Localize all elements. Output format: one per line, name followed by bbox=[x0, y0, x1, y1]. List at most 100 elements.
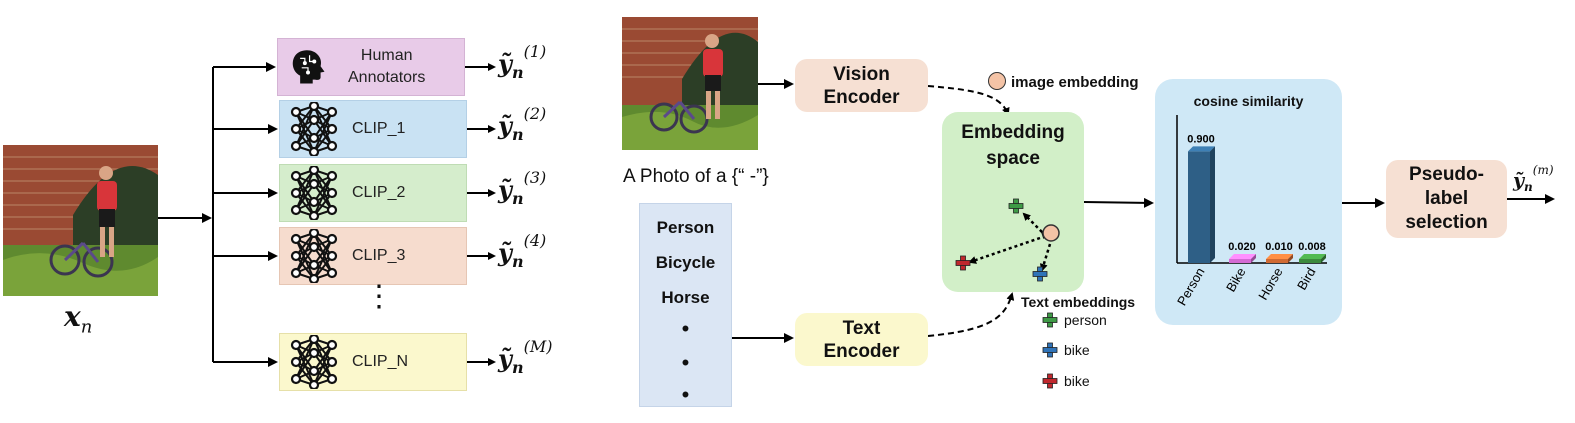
clip-1-box: CLIP_1 bbox=[279, 100, 467, 158]
bar-top-person bbox=[1188, 146, 1215, 152]
vision-to-embedding-dashed bbox=[927, 85, 1010, 116]
bar-side-bike bbox=[1251, 254, 1256, 263]
text-embedding-point-person bbox=[1008, 198, 1024, 214]
text-encoder-line1: Text bbox=[842, 317, 881, 339]
vision-encoder-line1: Vision bbox=[833, 63, 890, 85]
output-base: ỹ bbox=[498, 111, 512, 140]
text-embedding-legend-item: bike bbox=[1042, 342, 1090, 358]
output-label-2: ỹn(2) bbox=[498, 104, 546, 144]
output-base: ỹ bbox=[498, 49, 512, 78]
output-base: ỹ bbox=[498, 344, 512, 373]
output-sub: n bbox=[511, 188, 524, 208]
text-embeddings-title: Text embeddings bbox=[1021, 294, 1136, 310]
input-label-x: x bbox=[64, 300, 81, 333]
image-embedding-label: image embedding bbox=[1011, 74, 1139, 91]
x-tick-label: Horse bbox=[1255, 265, 1285, 303]
clip-n-label: CLIP_N bbox=[352, 353, 409, 370]
plus-icon bbox=[1042, 342, 1058, 358]
bar-person bbox=[1188, 151, 1210, 263]
class-item: Horse bbox=[661, 288, 710, 307]
output-sup: (1) bbox=[523, 42, 547, 61]
input-photo-drawing bbox=[3, 145, 158, 296]
output-base: ỹ bbox=[498, 238, 512, 267]
bar-side-person bbox=[1210, 146, 1215, 263]
clip-3-box: CLIP_3 bbox=[279, 227, 467, 285]
output-sub: n bbox=[511, 251, 524, 271]
output-label-4: ỹn(4) bbox=[498, 231, 546, 271]
data-label: 0.010 bbox=[1265, 241, 1293, 253]
bar-side-bird bbox=[1321, 254, 1326, 263]
bar-bike bbox=[1229, 259, 1251, 263]
class-bullet: • bbox=[681, 316, 690, 341]
human-annotators-box: Human Annotators bbox=[277, 38, 465, 96]
output-label-3: ỹn(3) bbox=[498, 168, 546, 208]
neural-network-icon bbox=[290, 102, 338, 156]
text-embedding-point-bike-red bbox=[955, 255, 971, 271]
output-label-1: ỹn(1) bbox=[498, 42, 546, 82]
x-tick-label: Bird bbox=[1294, 265, 1319, 293]
text-embedding-legend-item: bike bbox=[1042, 373, 1090, 389]
output-sub: n bbox=[511, 124, 524, 144]
output-sup: (2) bbox=[523, 104, 547, 123]
data-label: 0.008 bbox=[1298, 241, 1326, 253]
embedding-space-title-line1: Embedding bbox=[961, 122, 1065, 143]
clip-1-label: CLIP_1 bbox=[352, 120, 406, 137]
similarity-link bbox=[1022, 212, 1050, 240]
clip-n-box: CLIP_N bbox=[279, 333, 467, 391]
data-label: 0.020 bbox=[1228, 241, 1256, 253]
similarity-link bbox=[968, 236, 1041, 264]
bar-top-horse bbox=[1266, 254, 1293, 259]
image-embedding-point bbox=[1042, 224, 1060, 242]
class-list-panel: Person Bicycle Horse • • • bbox=[639, 203, 732, 407]
embedding-to-chart-arrow bbox=[1083, 197, 1154, 208]
bar-horse bbox=[1266, 259, 1288, 263]
text-encoder-box: Text Encoder bbox=[795, 313, 928, 366]
annotators-label-line1: Human bbox=[360, 47, 413, 64]
chart-title: cosine similarity bbox=[1193, 93, 1304, 109]
bar-side-horse bbox=[1288, 254, 1293, 263]
query-photo-drawing bbox=[622, 17, 758, 150]
head-icon bbox=[292, 50, 325, 84]
clip-2-label: CLIP_2 bbox=[352, 184, 406, 201]
input-label: xn bbox=[64, 300, 92, 338]
legend-label: bike bbox=[1064, 373, 1090, 389]
pseudo-label-selection-box: Pseudo- label selection bbox=[1386, 160, 1507, 238]
x-tick-label: Person bbox=[1174, 265, 1208, 308]
class-item: Bicycle bbox=[655, 253, 716, 272]
class-item: Person bbox=[656, 218, 715, 237]
prompt-template: A Photo of a {“ -”} bbox=[623, 166, 769, 187]
similarity-link bbox=[1039, 243, 1052, 272]
vision-encoder-box: Vision Encoder bbox=[795, 59, 928, 112]
embedding-space-drawing bbox=[955, 198, 1060, 282]
embedding-space-title-line2: space bbox=[986, 148, 1040, 169]
embedding-space-panel: Embedding space bbox=[942, 112, 1084, 292]
annotators-label-line2: Annotators bbox=[348, 69, 426, 86]
output-sup: (4) bbox=[523, 231, 547, 250]
pseudo-label-line1: Pseudo- bbox=[1409, 164, 1484, 185]
final-output-sub: n bbox=[1524, 180, 1533, 195]
text-embedding-point-bike-blue bbox=[1032, 266, 1048, 282]
input-image bbox=[3, 145, 158, 296]
legend-label: bike bbox=[1064, 342, 1090, 358]
pseudo-label-line2: label bbox=[1424, 188, 1469, 209]
text-to-embedding-dashed bbox=[927, 292, 1015, 337]
human-annotators-label: Human Annotators bbox=[348, 45, 425, 89]
final-output-sup: (m) bbox=[1532, 163, 1554, 177]
final-output-base: ỹ bbox=[1513, 169, 1525, 192]
vision-encoder-line2: Encoder bbox=[823, 86, 900, 108]
data-label: 0.900 bbox=[1187, 133, 1215, 145]
bar-top-bird bbox=[1299, 254, 1326, 259]
output-sub: n bbox=[511, 62, 524, 82]
vertical-ellipsis: ⋮ bbox=[364, 280, 394, 313]
text-embedding-legend-item: person bbox=[1042, 312, 1107, 328]
plus-icon bbox=[1042, 373, 1058, 389]
output-base: ỹ bbox=[498, 175, 512, 204]
legend-label: person bbox=[1064, 312, 1107, 328]
neural-network-icon bbox=[290, 166, 338, 220]
output-sub: n bbox=[511, 357, 524, 377]
pseudo-label-line3: selection bbox=[1405, 212, 1488, 233]
text-encoder-line2: Encoder bbox=[823, 340, 900, 362]
